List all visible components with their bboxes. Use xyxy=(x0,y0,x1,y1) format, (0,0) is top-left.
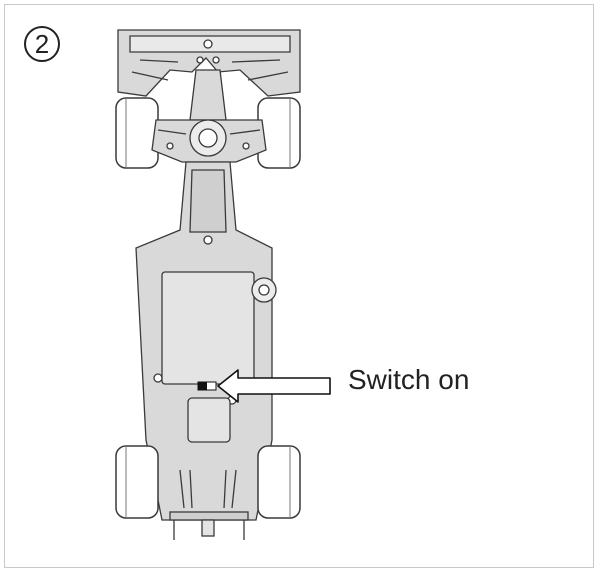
rear-tire-left xyxy=(115,445,159,519)
power-switch xyxy=(197,381,217,391)
rear-section xyxy=(169,397,249,540)
step-number: 2 xyxy=(34,29,50,59)
front-tire-left xyxy=(115,97,159,169)
step-marker: 2 xyxy=(22,24,62,64)
front-wing xyxy=(117,29,301,97)
diagram-frame xyxy=(4,4,594,568)
arrow-left-icon xyxy=(217,369,331,403)
nose-and-front-suspension xyxy=(151,69,267,163)
rear-tire-right xyxy=(257,445,301,519)
circled-number-icon xyxy=(24,26,60,62)
switch-on-label: Switch on xyxy=(348,364,470,395)
battery-cover xyxy=(153,271,277,405)
